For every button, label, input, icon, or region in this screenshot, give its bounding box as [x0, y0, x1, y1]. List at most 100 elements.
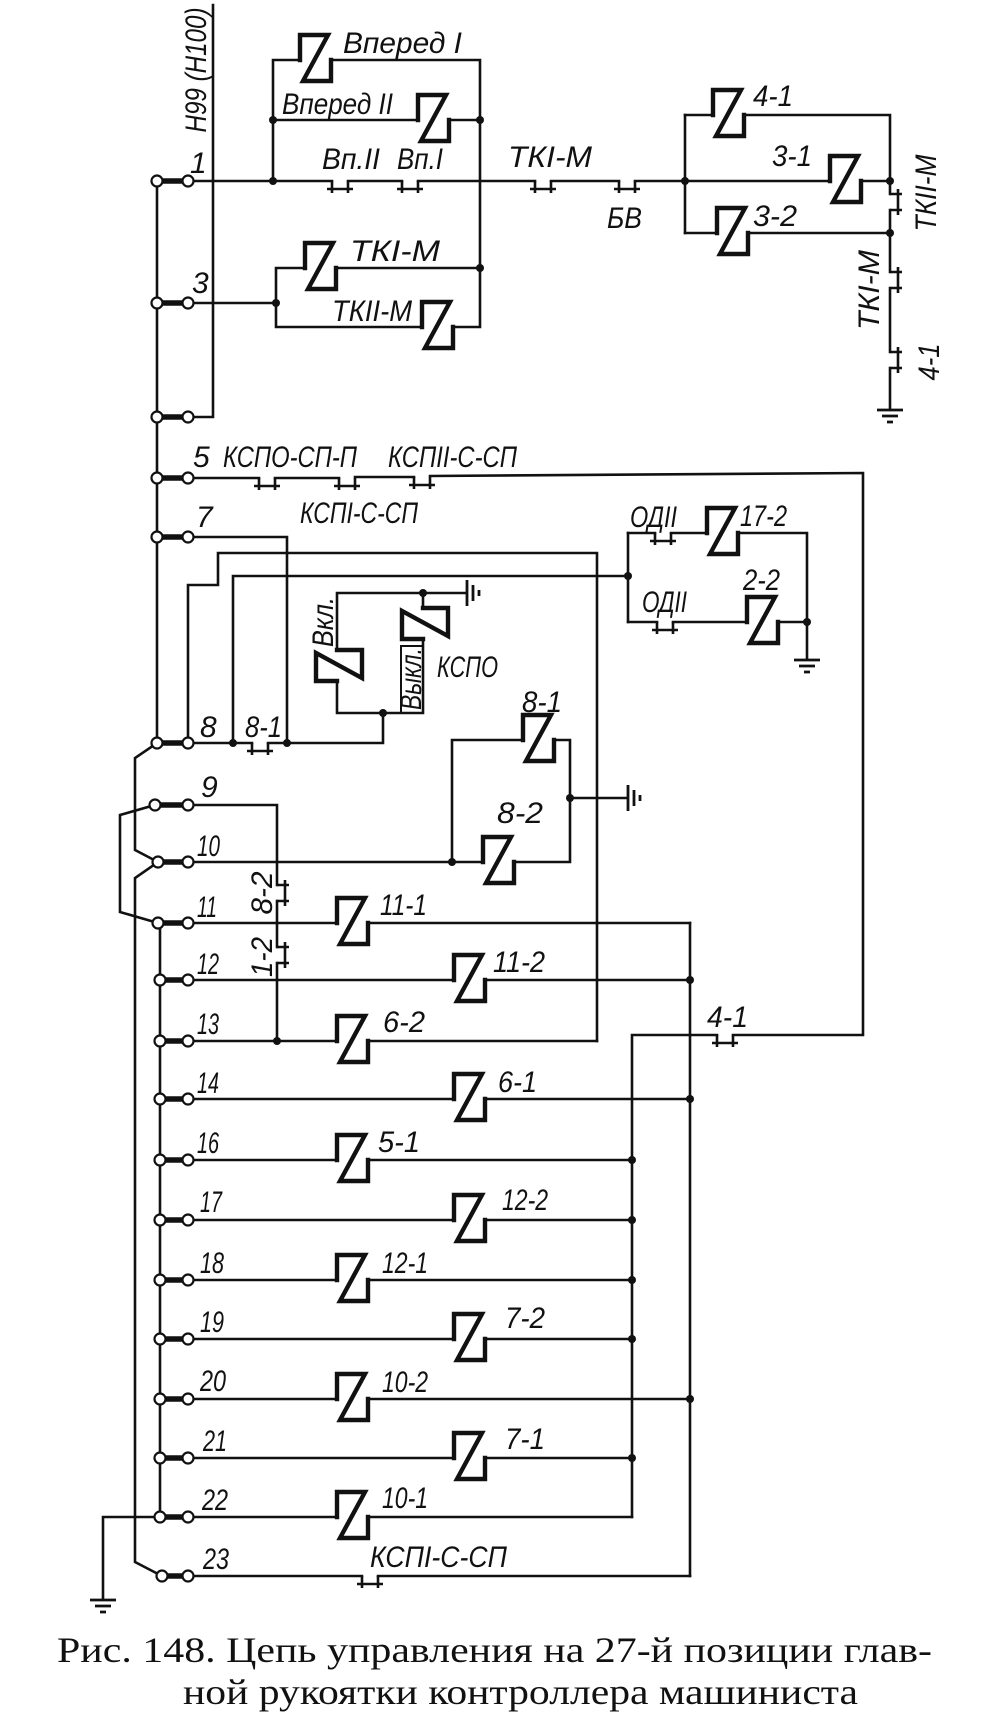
- junction-dot: [628, 1454, 636, 1462]
- junction-dot: [886, 229, 894, 237]
- controller-terminals: [148, 174, 195, 1583]
- coil-label-kspo-off: Выкл.: [395, 648, 428, 710]
- terminal-right-contact: [181, 174, 195, 188]
- terminal-number-9: 9: [201, 771, 218, 804]
- terminal-left-contact: [153, 1213, 167, 1227]
- terminal-left-contact: [153, 1332, 167, 1346]
- contact-ksp2-s-sp: [409, 477, 435, 489]
- coil-label-8-2: 8-2: [497, 797, 543, 830]
- coil-8-1: [520, 712, 557, 764]
- terminal-right-contact: [181, 973, 195, 987]
- junction-dot: [269, 177, 277, 185]
- wire-row-3-branch: [274, 266, 424, 329]
- junction-dot: [419, 589, 427, 597]
- coil-label-12-1: 12-1: [382, 1247, 428, 1280]
- coil-10-2: [334, 1371, 371, 1423]
- contact-label-kspo-sp-p: КСПО-СП-П: [223, 441, 357, 474]
- terminal-left-contact: [150, 471, 164, 485]
- contact-label-8-2: 8-2: [246, 871, 279, 914]
- terminal-7: [150, 530, 195, 544]
- terminal-right-contact: [181, 1213, 195, 1227]
- terminal-number-8: 8: [200, 711, 217, 744]
- terminal-right-contact: [181, 530, 195, 544]
- wire-kspo-on-bottom: [335, 680, 385, 715]
- coil-kspo-on: [313, 647, 365, 684]
- terminal-21: [153, 1451, 195, 1465]
- terminal-number-20: 20: [199, 1365, 226, 1398]
- coil-label-tk1-m: ТКI-М: [350, 235, 440, 268]
- wire-8-1-in: [450, 738, 525, 864]
- coil-tk2-m: [419, 299, 456, 351]
- coil-11-1: [334, 895, 371, 947]
- contact-label-bv: БВ: [607, 202, 642, 235]
- contact-tk1-m-right: [890, 267, 902, 293]
- junction-dot: [628, 1156, 636, 1164]
- terminal-20: [153, 1392, 195, 1406]
- coil-label-4-1: 4-1: [753, 80, 793, 113]
- terminal-number-14: 14: [197, 1067, 219, 1100]
- ground-icon: [90, 1598, 116, 1614]
- junction-dot: [476, 264, 484, 272]
- terminal-left-contact: [151, 855, 165, 869]
- terminal-right-contact: [181, 1569, 195, 1583]
- coil-label-forward-2: Вперед II: [282, 88, 393, 121]
- coil-tk1-m: [302, 240, 339, 292]
- junction-dot: [229, 739, 237, 747]
- contact-bv: [614, 181, 640, 193]
- ground-icon: [465, 580, 481, 606]
- terminal-left-contact: [153, 1153, 167, 1167]
- coil-label-tk2-m: ТКII-М: [332, 295, 412, 328]
- junction-dot: [269, 116, 277, 124]
- terminal-left-contact: [153, 1092, 167, 1106]
- junction-dot: [272, 299, 280, 307]
- coil-label-3-1: 3-1: [772, 140, 812, 173]
- terminal-11: [151, 916, 195, 930]
- coil-label-kspo-on: Вкл.: [307, 597, 340, 647]
- coil-label-12-2: 12-2: [502, 1184, 548, 1217]
- coil-12-1: [334, 1252, 371, 1304]
- coil-6-1: [451, 1071, 488, 1123]
- contact-8-1: [247, 743, 273, 755]
- coil-label-forward-1: Вперед I: [343, 27, 462, 60]
- coil-7-2: [451, 1311, 488, 1363]
- contact-label-4-1-right: 4-1: [913, 344, 946, 381]
- contact-1-2: [277, 942, 289, 968]
- junction-dot: [476, 116, 484, 124]
- terminal-left-contact: [150, 296, 164, 310]
- terminal-right-contact: [181, 410, 195, 424]
- coil-label-6-1: 6-1: [498, 1066, 537, 1099]
- terminal-bus: [150, 410, 195, 424]
- terminal-5: [150, 471, 195, 485]
- wire-forward-branch: [271, 58, 302, 183]
- coil-3-1: [827, 153, 864, 205]
- contact-label-1-2: 1-2: [246, 937, 279, 977]
- junction-dot: [628, 1276, 636, 1284]
- terminal-left-contact: [150, 174, 164, 188]
- terminal-number-18: 18: [200, 1247, 224, 1280]
- terminal-19: [153, 1332, 195, 1346]
- terminal-left-contact: [153, 973, 167, 987]
- coil-forward-2: [415, 92, 452, 144]
- ground-icon: [626, 785, 642, 811]
- contact-vp1: [397, 181, 423, 193]
- junction-dot: [566, 794, 574, 802]
- terminal-right-contact: [181, 1332, 195, 1346]
- terminal-10: [151, 855, 195, 869]
- terminal-right-contact: [181, 1392, 195, 1406]
- terminal-number-23: 23: [202, 1543, 229, 1576]
- contact-label-tk2-m-right: ТКII-М: [910, 154, 943, 231]
- terminal-9: [148, 798, 195, 812]
- terminal-number-5: 5: [193, 441, 210, 474]
- terminal-right-contact: [181, 296, 195, 310]
- contact-label-tk1-m: ТКI-М: [508, 141, 592, 174]
- terminal-number-21: 21: [202, 1425, 227, 1458]
- terminal-right-contact: [181, 1092, 195, 1106]
- coil-label-kspo: КСПО: [437, 651, 498, 684]
- terminal-number-13: 13: [197, 1008, 219, 1041]
- coil-label-6-2: 6-2: [383, 1006, 425, 1039]
- terminal-number-3: 3: [192, 267, 209, 300]
- coil-11-2: [451, 952, 488, 1004]
- coil-label-7-1: 7-1: [505, 1423, 545, 1456]
- coil-label-17-2: 17-2: [740, 500, 787, 533]
- coil-label-11-2: 11-2: [493, 946, 545, 979]
